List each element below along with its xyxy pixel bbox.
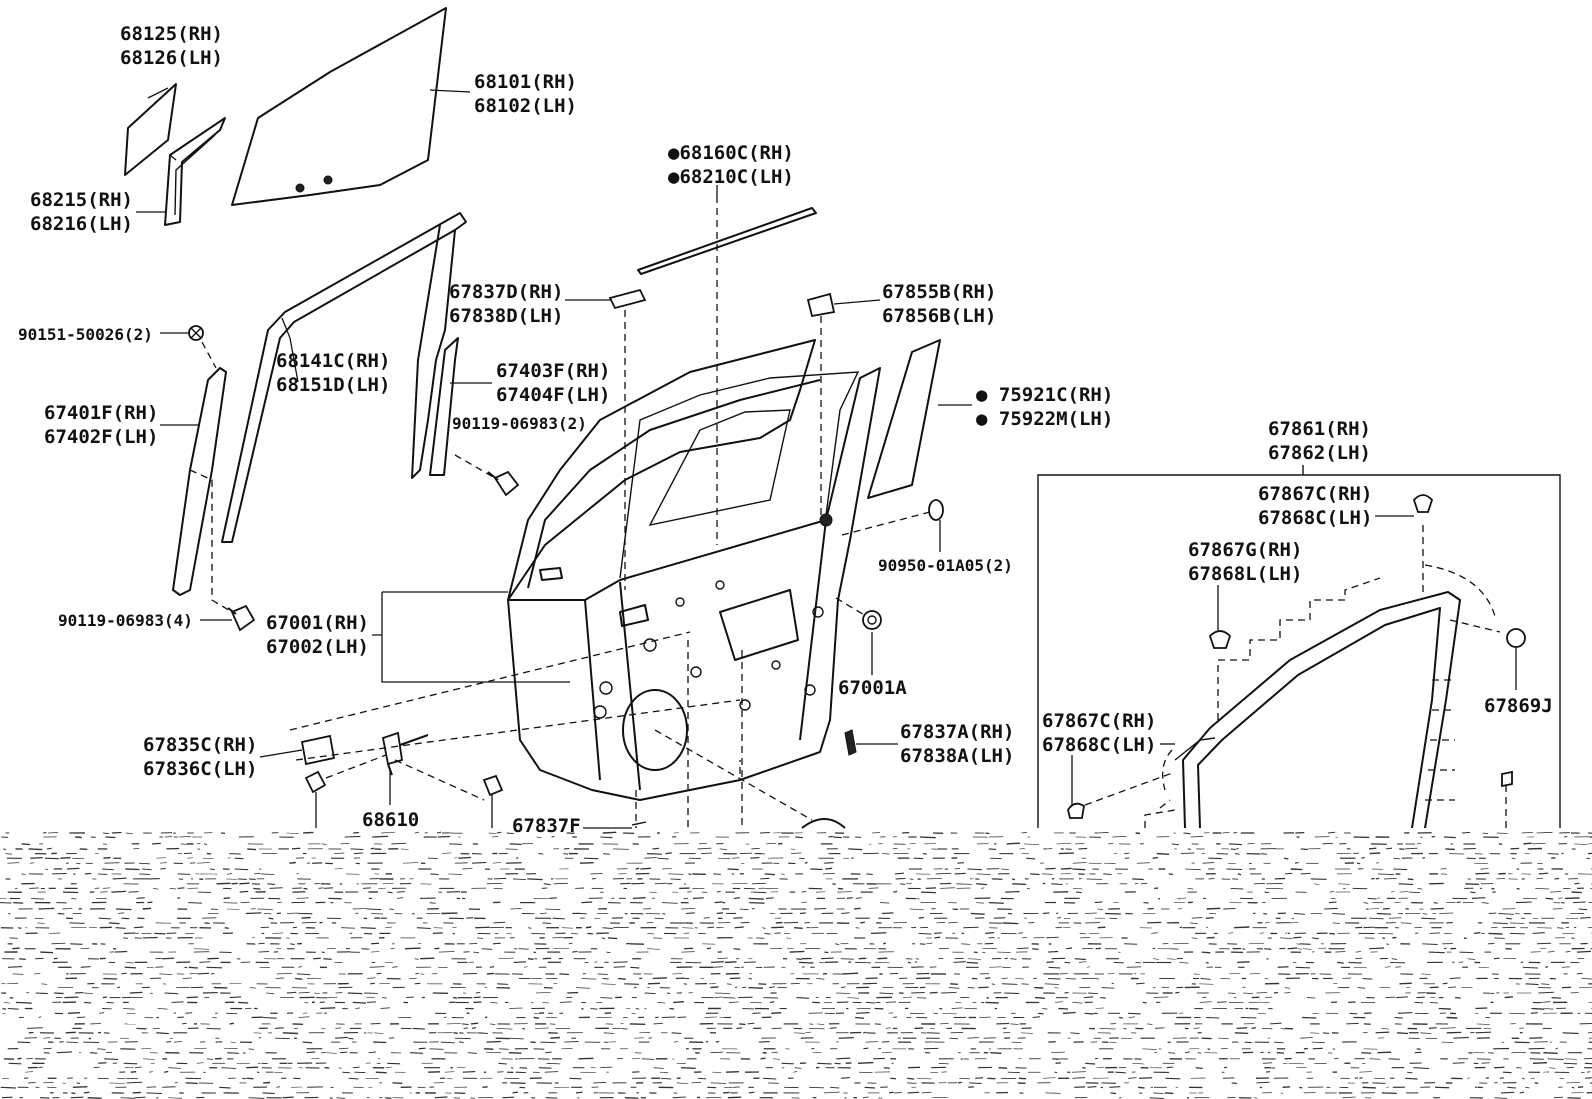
bolt-90151-part: [188, 325, 204, 341]
label-90119-2: 90119-06983(2): [452, 414, 587, 433]
rear-sash-part: [429, 337, 459, 476]
run-channel-part: [221, 212, 467, 543]
clip-inset-right-part: [1501, 770, 1513, 788]
label-68210c: ●68210C(LH): [668, 166, 794, 188]
part-labels: 68125(RH) 68126(LH) 68101(RH) 68102(LH) …: [18, 23, 1553, 837]
clip-67867c-lower-part: [1067, 802, 1085, 819]
label-67401f: 67401F(RH): [44, 402, 158, 424]
hinge-bolt-left-part: [304, 770, 327, 794]
belt-moulding-part: [637, 207, 817, 275]
label-67868c-a: 67868C(LH): [1258, 507, 1372, 529]
label-67837f: 67837F: [512, 815, 581, 837]
plug-67001a-part: [862, 610, 882, 630]
label-67867g: 67867G(RH): [1188, 539, 1302, 561]
bolt-90119-part: [487, 470, 520, 497]
clip-67869j-part: [1506, 628, 1526, 648]
label-67856b: 67856B(LH): [882, 305, 996, 327]
label-67001a: 67001A: [838, 677, 907, 699]
label-67404f: 67404F(LH): [496, 384, 610, 406]
label-67403f: 67403F(RH): [496, 360, 610, 382]
hinge-68610-part: [381, 731, 429, 776]
label-67837a: 67837A(RH): [900, 721, 1014, 743]
door-panel-trim-part: [867, 339, 941, 499]
label-67835c: 67835C(RH): [143, 734, 257, 756]
label-68610: 68610: [362, 809, 419, 831]
label-67869j: 67869J: [1484, 695, 1553, 717]
clip-67837a-part: [844, 729, 857, 756]
label-67868l: 67868L(LH): [1188, 563, 1302, 585]
clip-67837f-part: [631, 821, 647, 826]
division-channel-part: [164, 117, 226, 226]
bolt-90119-lower-part: [227, 604, 256, 632]
pad-67835c-part: [300, 734, 336, 766]
quarter-glass-part: [124, 83, 177, 176]
label-68160c: ●68160C(RH): [668, 142, 794, 164]
label-68141c: 68141C(RH): [276, 350, 390, 372]
label-67002: 67002(LH): [266, 636, 369, 658]
label-68151d: 68151D(LH): [276, 374, 390, 396]
scan-noise-band: [0, 831, 1592, 1099]
speaker-part: [801, 818, 846, 829]
label-67001: 67001(RH): [266, 612, 369, 634]
clip-67867g-part: [1208, 630, 1232, 649]
label-68215: 68215(RH): [30, 189, 133, 211]
label-67861: 67861(RH): [1268, 418, 1371, 440]
label-67838a: 67838A(LH): [900, 745, 1014, 767]
label-75921c: ● 75921C(RH): [976, 384, 1113, 406]
front-sash-part: [172, 367, 227, 596]
leader-lines: [136, 87, 1517, 829]
label-67862: 67862(LH): [1268, 442, 1371, 464]
hinge-bolt-right-part: [482, 774, 504, 797]
grommet-90950-part: [928, 499, 944, 521]
label-67868c-b: 67868C(LH): [1042, 734, 1156, 756]
clip-67855b-part: [806, 292, 836, 318]
label-90151: 90151-50026(2): [18, 325, 153, 344]
label-67837d: 67837D(RH): [449, 281, 563, 303]
label-67867c-a: 67867C(RH): [1258, 483, 1372, 505]
label-68101: 68101(RH): [474, 71, 577, 93]
assembly-guide-lines: [189, 196, 931, 828]
label-68216: 68216(LH): [30, 213, 133, 235]
label-67867c-b: 67867C(RH): [1042, 710, 1156, 732]
label-90119-4: 90119-06983(4): [58, 611, 193, 630]
label-67855b: 67855B(RH): [882, 281, 996, 303]
door-shell-part: [507, 339, 881, 801]
label-75922m: ● 75922M(LH): [976, 408, 1113, 430]
label-67836c: 67836C(LH): [143, 758, 257, 780]
label-90950: 90950-01A05(2): [878, 556, 1013, 575]
label-67838d: 67838D(LH): [449, 305, 563, 327]
label-68126: 68126(LH): [120, 47, 223, 69]
label-67402f: 67402F(LH): [44, 426, 158, 448]
weatherstrip-inset: [1037, 465, 1561, 829]
door-glass-part: [231, 7, 447, 206]
label-68102: 68102(LH): [474, 95, 577, 117]
clip-67837d-part: [608, 288, 647, 310]
clip-67867c-part: [1412, 494, 1434, 513]
label-68125: 68125(RH): [120, 23, 223, 45]
